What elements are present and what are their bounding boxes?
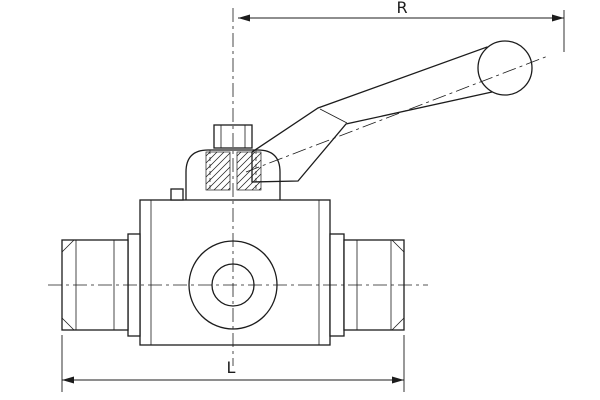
dimension-l-group: L [61,335,405,392]
stem-hatch-left [205,151,231,191]
l-arrow-right [392,376,404,384]
stem-flange-dome [185,149,281,200]
left-hex-chamfer-bottom [61,317,75,331]
handle-axis-centerline [245,55,549,173]
right-hex-chamfer-bottom [391,317,405,331]
centerlines-group [48,8,428,366]
l-arrow-left [62,376,74,384]
r-arrow-left [238,14,250,22]
handle-ball-knob [477,40,533,96]
handle-group [245,40,549,183]
handle-bend-line [319,108,348,124]
right-hex-chamfer-top [391,239,405,253]
stop-pin [170,188,184,201]
left-hex-chamfer-top [61,239,75,253]
radius-dimension-label: R [396,0,407,17]
dimension-r-group: R [238,0,565,52]
handle-lever [251,46,517,183]
r-arrow-right [552,14,564,22]
hatch-box-right [236,151,262,191]
hatch-box-left [205,151,231,191]
length-dimension-label: L [227,358,236,377]
